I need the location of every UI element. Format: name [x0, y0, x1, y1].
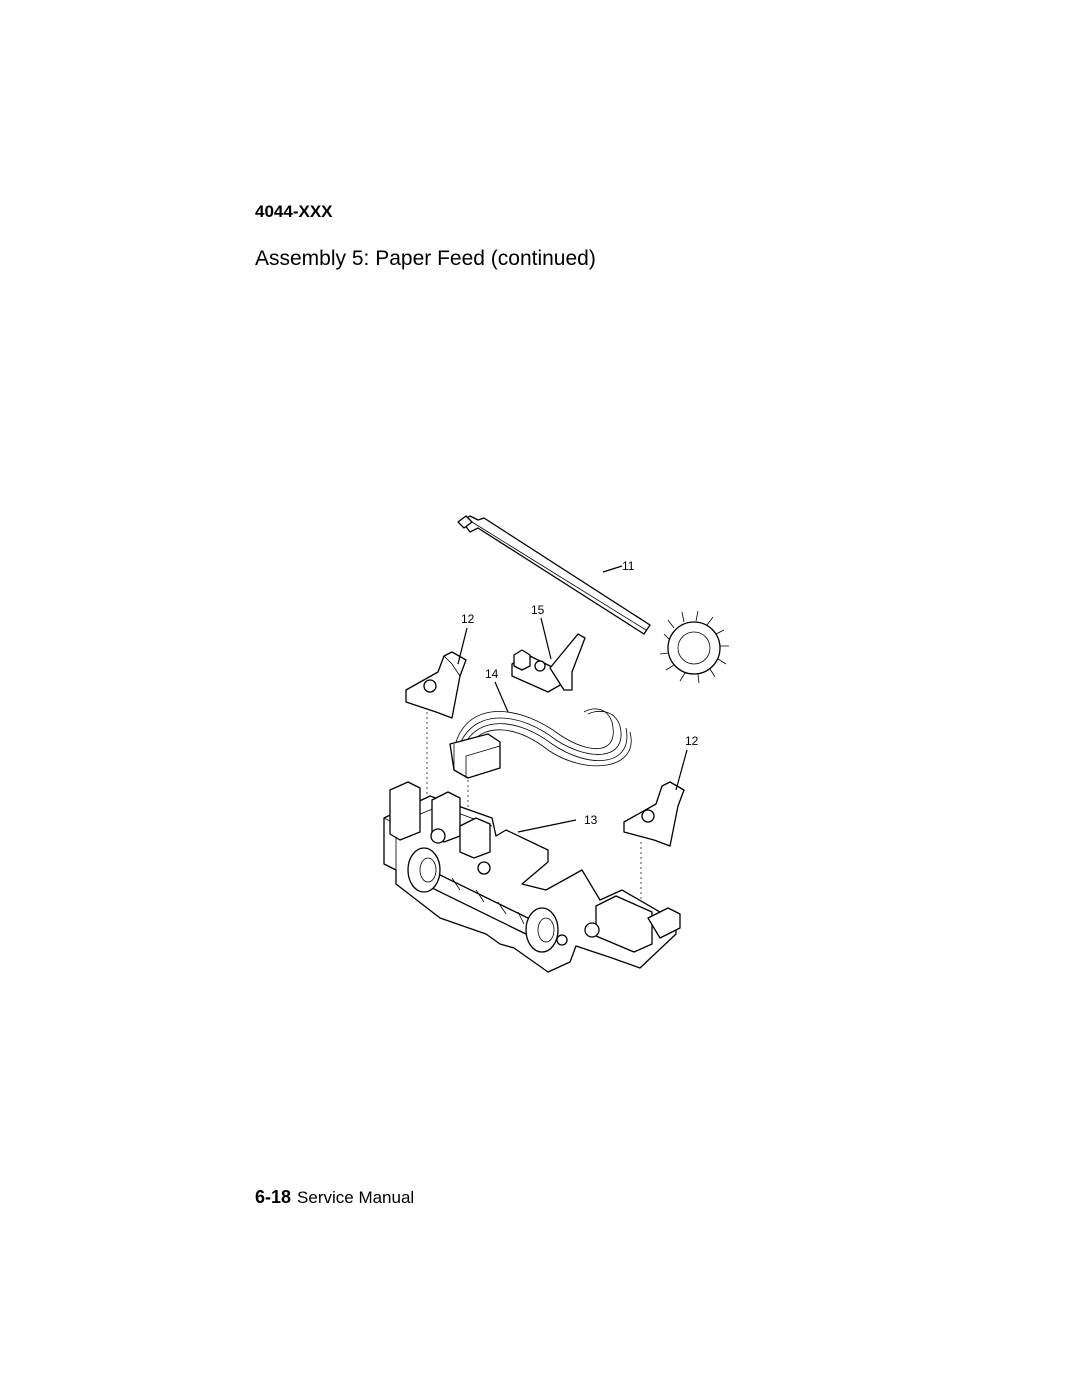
- callout-12-right: 12: [685, 734, 699, 748]
- callout-15: 15: [531, 603, 545, 617]
- page-title: Assembly 5: Paper Feed (continued): [255, 247, 596, 270]
- model-number: 4044-XXX: [255, 202, 333, 221]
- callout-13: 13: [584, 813, 598, 827]
- callout-11: 11: [622, 559, 635, 573]
- callout-12-left: 12: [461, 612, 475, 626]
- page-number: 6-18: [255, 1187, 292, 1207]
- shaft-with-gear: [457, 515, 729, 684]
- bracket-right: [623, 749, 688, 847]
- document-title: Service Manual: [297, 1188, 415, 1207]
- bracket-left: [405, 627, 468, 719]
- callout-14: 14: [485, 667, 499, 681]
- page-footer: 6-18 Service Manual: [255, 1187, 414, 1208]
- wire-harness: [449, 681, 632, 779]
- base-frame: [383, 781, 681, 973]
- sensor-lever: [511, 617, 586, 693]
